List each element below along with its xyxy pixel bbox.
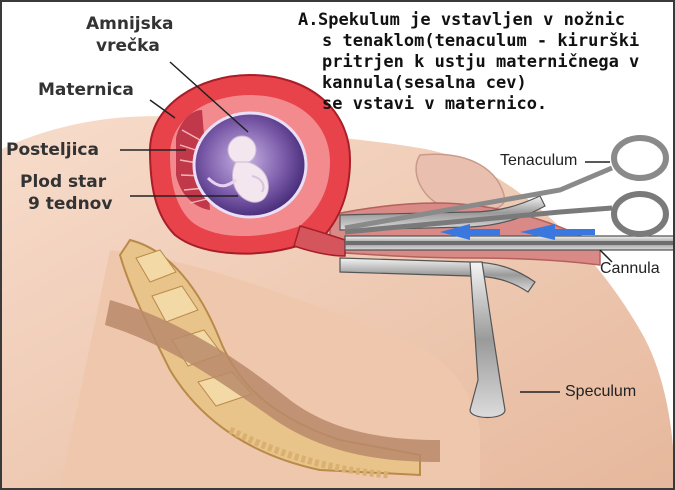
caption-line-4: kannula(sesalna cev) bbox=[322, 73, 527, 93]
label-fetus-line1: Plod star bbox=[20, 172, 106, 192]
label-tenaculum: Tenaculum bbox=[500, 152, 577, 170]
label-placenta: Posteljica bbox=[6, 140, 99, 160]
caption-line-3: pritrjen k ustju materničnega v bbox=[322, 52, 639, 72]
caption-line-5: se vstavi v maternico. bbox=[322, 94, 547, 114]
label-uterus: Maternica bbox=[38, 80, 134, 100]
label-cannula: Cannula bbox=[600, 260, 660, 278]
caption-line-1: Spekulum je vstavljen v nožnic bbox=[318, 10, 625, 30]
caption-line-2: s tenaklom(tenaculum - kirurški bbox=[322, 31, 639, 51]
procedure-caption: A.Spekulum je vstavljen v nožnic s tenak… bbox=[298, 10, 675, 115]
label-fetus-line2: 9 tednov bbox=[28, 194, 112, 214]
label-speculum: Speculum bbox=[565, 383, 636, 401]
cannula-bore bbox=[345, 241, 675, 245]
label-amnion-line2: vrečka bbox=[96, 36, 160, 56]
caption-marker: A. bbox=[298, 10, 318, 31]
label-amnion-line1: Amnijska bbox=[86, 14, 174, 34]
